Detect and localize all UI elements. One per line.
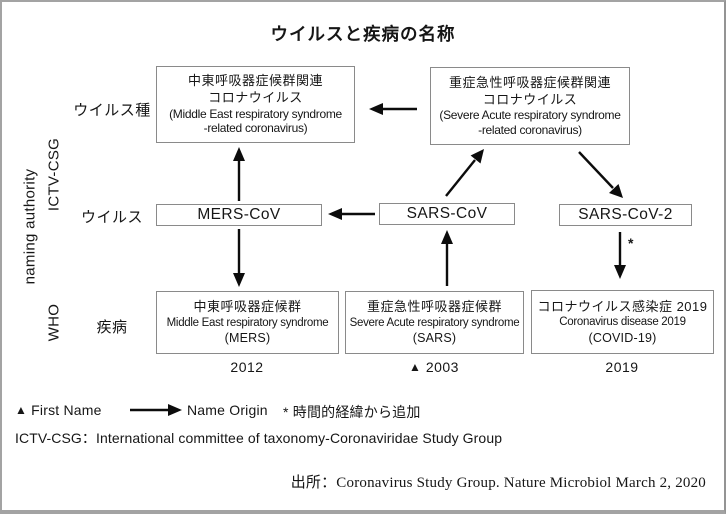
page-title: ウイルスと疾病の名称 [270,24,456,44]
species-sars-jp-line1: 重症急性呼吸器症候群関連 [448,74,611,90]
box-species-mers: 中東呼吸器症候群関連 コロナウイルス (Middle East respirat… [156,66,355,143]
arrow-species-to-sarscov2-icon [578,151,623,198]
year-label-2003: ▲ 2003 [384,359,484,375]
box-disease-mers: 中東呼吸器症候群 Middle East respiratory syndrom… [156,291,339,354]
first-name-triangle-icon: ▲ [409,360,422,374]
arrow-sarscov2-to-covid-icon [614,232,626,279]
disease-sars-abbr: (SARS) [412,331,457,345]
year-2003-text: 2003 [425,359,459,375]
disease-mers-jp: 中東呼吸器症候群 [193,299,302,314]
legend-name-origin: Name Origin [187,402,268,418]
arrow-sars-species-to-mers-species-icon [369,103,417,115]
disease-mers-abbr: (MERS) [224,331,271,345]
virus-mers-label: MERS-CoV [197,206,281,224]
row-label-virus: ウイルス [80,209,143,226]
arrow-merscov-to-disease-icon [233,229,245,287]
disease-covid-en: Coronavirus disease 2019 [559,316,686,329]
virus-sars2-label: SARS-CoV-2 [578,206,673,224]
row-label-disease: 疾病 [96,319,128,336]
disease-sars-jp: 重症急性呼吸器症候群 [366,299,502,314]
disease-sars-en: Severe Acute respiratory syndrome [349,316,520,329]
arrow-merscov-to-species-icon [233,147,245,201]
legend-asterisk-note: * 時間的経緯から追加 [283,404,421,420]
legend-first-name: ▲ First Name [15,402,102,418]
species-sars-en-line2: -related coronavirus) [478,122,582,137]
footnote-ictv-csg: ICTV-CSG：International committee of taxo… [15,430,503,446]
row-label-virus-species: ウイルス種 [73,102,151,119]
species-mers-en-line1: (Middle East respiratory syndrome [169,106,342,121]
disease-covid-abbr: (COVID-19) [588,330,657,345]
box-virus-mers-cov: MERS-CoV [156,204,322,226]
arrow-sarscov-to-merscov-icon [328,208,375,220]
box-disease-sars: 重症急性呼吸器症候群 Severe Acute respiratory synd… [345,291,524,354]
box-virus-sars-cov: SARS-CoV [379,203,515,225]
year-label-2012: 2012 [230,359,264,375]
asterisk-annotation: * [628,235,634,251]
label-naming-authority: naming authority [21,168,39,285]
species-mers-jp-line1: 中東呼吸器症候群関連 [187,73,323,89]
species-mers-jp-line2: コロナウイルス [208,90,303,106]
box-species-sars: 重症急性呼吸器症候群関連 コロナウイルス (Severe Acute respi… [430,67,630,145]
legend-name-origin-arrow-icon [130,404,182,416]
legend-triangle-icon: ▲ [15,403,28,417]
legend-first-name-label: First Name [31,402,102,418]
virus-sars-label: SARS-CoV [406,205,488,223]
source-citation: 出所：Coronavirus Study Group. Nature Micro… [290,475,706,491]
species-mers-en-line2: -related coronavirus) [203,121,308,136]
box-disease-covid: コロナウイルス感染症 2019 Coronavirus disease 2019… [531,290,714,354]
disease-mers-en: Middle East respiratory syndrome [166,316,329,329]
box-virus-sars-cov-2: SARS-CoV-2 [559,204,692,226]
species-sars-en-line1: (Severe Acute respiratory syndrome [439,108,621,123]
arrow-sars-disease-to-sarscov-icon [441,230,453,286]
arrow-sarscov-to-species-icon [445,149,484,197]
species-sars-jp-line2: コロナウイルス [482,91,578,107]
year-label-2019: 2019 [605,359,639,375]
disease-covid-jp: コロナウイルス感染症 2019 [537,298,708,314]
